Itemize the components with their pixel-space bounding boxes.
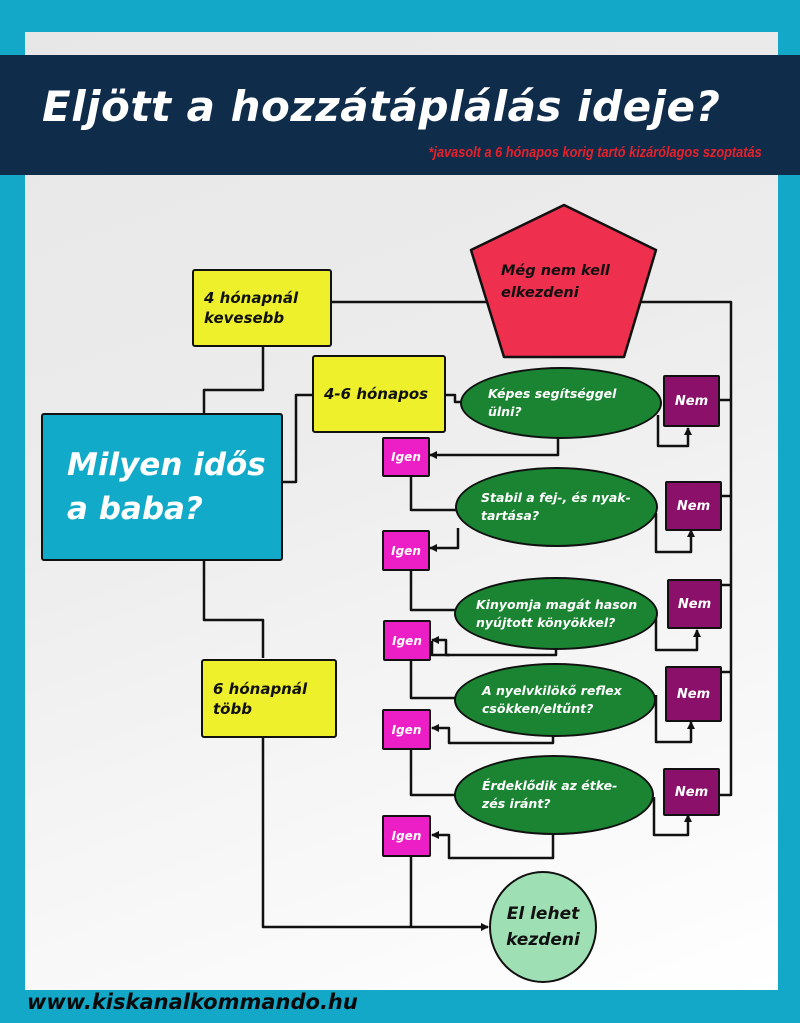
title-banner (0, 55, 800, 175)
question-oval-tongue-reflex: A nyelvkilökő reflex csökken/eltűnt? (454, 663, 656, 737)
yes-box-2: Igen (382, 530, 430, 571)
question-oval-sitting: Képes segítséggel ülni? (460, 367, 662, 439)
no-label-1: Nem (674, 393, 709, 409)
no-label-2: Nem (676, 498, 711, 514)
no-box-4: Nem (665, 666, 722, 722)
question-3-line1: Kinyomja magát hason (476, 596, 638, 612)
age-4-6-months-box: 4-6 hónapos (312, 355, 446, 433)
question-5-line1: Érdeklődik az étke- (482, 778, 618, 793)
stop-pentagon-shape (469, 203, 658, 359)
no-box-3: Nem (667, 579, 722, 629)
stop-node-line2: elkezdeni (501, 285, 579, 301)
start-feeding-circle: El lehet kezdeni (489, 871, 597, 983)
stop-node-line1: Még nem kell (501, 263, 610, 279)
question-oval-food-interest: Érdeklődik az étke- zés iránt? (454, 755, 654, 835)
question-2-line1: Stabil a fej-, és nyak- (481, 490, 631, 505)
yes-box-1: Igen (382, 437, 430, 477)
start-node-line1: El lehet (506, 904, 580, 924)
stop-node-label: Még nem kell elkezdeni (501, 260, 610, 304)
age-over-6-months-box: 6 hónapnál több (201, 659, 337, 738)
yes-label-1: Igen (391, 450, 421, 464)
website-url[interactable]: www.kiskanalkommando.hu (27, 990, 358, 1014)
yes-label-4: Igen (391, 722, 422, 737)
yes-label-3: Igen (392, 633, 422, 648)
question-1-line2: ülni? (488, 404, 522, 419)
no-label-4: Nem (676, 686, 711, 702)
question-oval-push-up: Kinyomja magát hason nyújtott könyökkel? (454, 577, 658, 650)
question-5-line2: zés iránt? (482, 796, 551, 811)
yes-box-3: Igen (383, 620, 431, 661)
no-label-3: Nem (677, 596, 712, 612)
age-under-4-months-box: 4 hónapnál kevesebb (192, 269, 332, 347)
age-4-6-label: 4-6 hónapos (324, 385, 429, 403)
question-4-line1: A nyelvkilökő reflex (482, 683, 622, 698)
no-label-5: Nem (674, 784, 709, 800)
yes-box-5: Igen (382, 815, 431, 857)
root-question-box: Milyen idős a baba? (41, 413, 283, 561)
no-box-2: Nem (665, 481, 722, 531)
no-box-1: Nem (663, 375, 720, 427)
age-under-4-line2: kevesebb (204, 309, 285, 327)
question-2-line2: tartása? (481, 508, 540, 523)
question-4-line2: csökken/eltűnt? (482, 701, 594, 716)
subtitle-note: *javasolt a 6 hónapos korig tartó kizáró… (428, 145, 762, 161)
yes-label-5: Igen (391, 829, 422, 843)
no-box-5: Nem (663, 768, 720, 816)
question-1-line1: Képes segítséggel (488, 386, 617, 401)
yes-label-2: Igen (391, 543, 421, 558)
start-node-line2: kezdeni (506, 930, 580, 950)
root-question-line2: a baba? (67, 491, 203, 527)
yes-box-4: Igen (382, 709, 431, 750)
age-under-4-line1: 4 hónapnál (204, 289, 299, 307)
age-over-6-line2: több (213, 699, 252, 718)
page-title: Eljött a hozzátáplálás ideje? (42, 82, 721, 131)
question-oval-head-control: Stabil a fej-, és nyak- tartása? (455, 467, 658, 547)
root-question-line1: Milyen idős (67, 447, 266, 483)
question-3-line2: nyújtott könyökkel? (476, 614, 616, 630)
age-over-6-line1: 6 hónapnál (213, 679, 308, 698)
